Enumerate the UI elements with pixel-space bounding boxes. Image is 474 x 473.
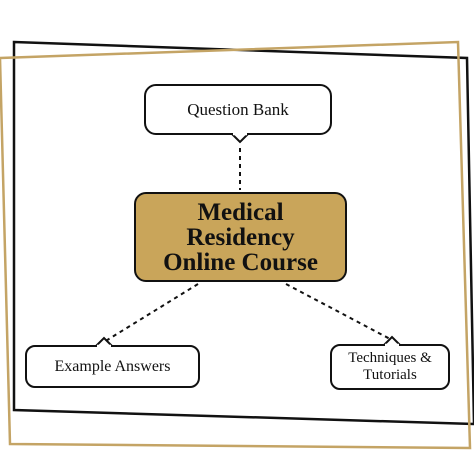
connector-techniques: [285, 283, 393, 341]
techniques-tutorials-label: Techniques & Tutorials: [348, 350, 432, 383]
question-bank-node: Question Bank: [144, 84, 332, 135]
connector-example-answers: [103, 283, 199, 343]
techniques-tail: [383, 335, 401, 346]
question-bank-label: Question Bank: [187, 99, 289, 119]
example-answers-label: Example Answers: [54, 357, 171, 375]
gold-frame: [0, 40, 472, 450]
center-label: Medical Residency Online Course: [163, 198, 318, 276]
example-answers-node: Example Answers: [25, 345, 200, 388]
techniques-tutorials-node: Techniques & Tutorials: [330, 344, 450, 390]
center-node: Medical Residency Online Course: [134, 192, 347, 282]
black-frame: [12, 40, 474, 426]
question-bank-tail: [231, 133, 249, 144]
example-answers-tail: [95, 336, 113, 347]
